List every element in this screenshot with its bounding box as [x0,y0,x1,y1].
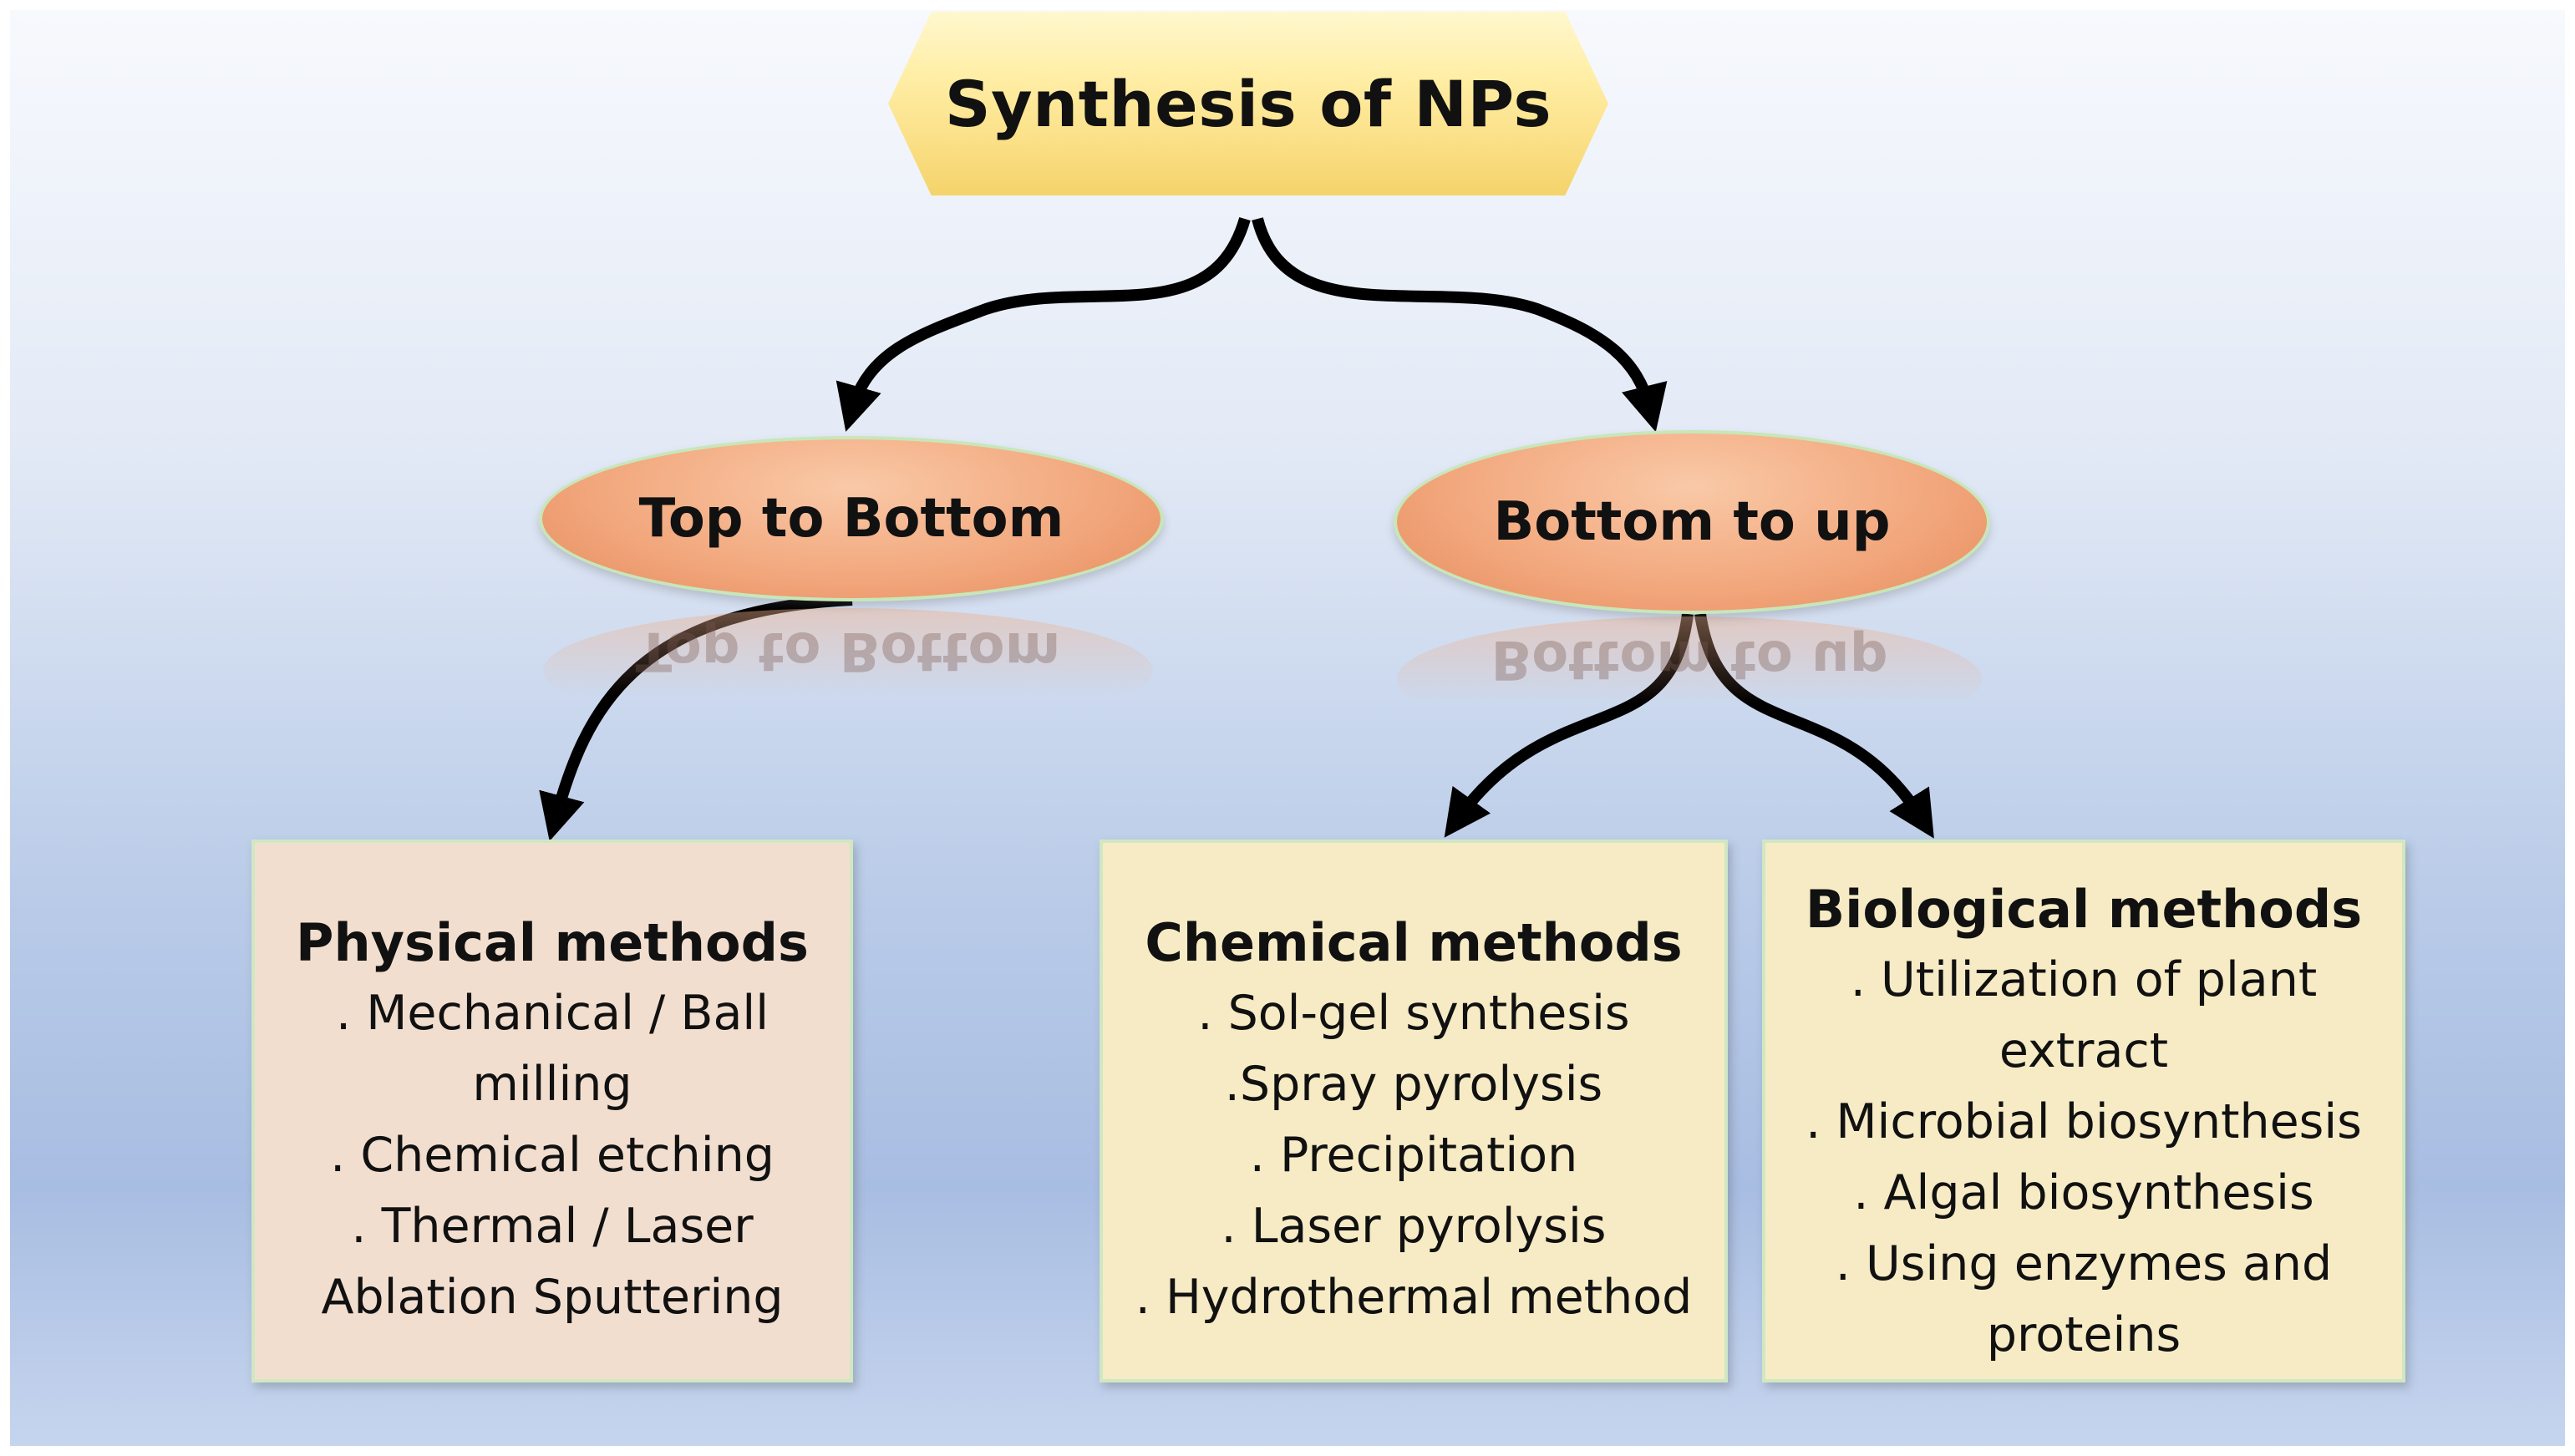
top-bottom-reflection: Top to Bottom [543,608,1153,733]
physical-methods-title: Physical methods [296,912,809,973]
chemical-method-line: . Sol-gel synthesis [1197,986,1630,1041]
biological-methods-title: Biological methods [1805,879,2363,940]
physical-method-line: . Chemical etching [330,1128,775,1183]
bottom-up-reflection-text: Bottom to up [1491,628,1888,690]
arrow-bottom-up-to-chemical [1444,613,1694,838]
title-label: Synthesis of NPs [944,66,1552,141]
physical-method-line: . Mechanical / Ball [335,986,769,1041]
biological-method-line: proteins [1986,1307,2181,1362]
physical-methods-box: Physical methods . Mechanical / Ball mil… [251,840,853,1382]
physical-method-line: milling [472,1057,632,1112]
physical-method-line: . Thermal / Laser [351,1199,754,1254]
biological-method-line: extract [1999,1023,2169,1078]
bottom-to-up-label: Bottom to up [1493,491,1891,553]
arrow-title-to-bottom-up [1252,217,1668,433]
bottom-up-reflection: Bottom to up [1397,616,1982,742]
chemical-method-line: . Hydrothermal method [1135,1270,1693,1325]
bottom-to-up-node: Bottom to up [1394,430,1990,614]
chemical-method-line: . Laser pyrolysis [1221,1199,1607,1254]
top-to-bottom-label: Top to Bottom [638,488,1064,550]
top-to-bottom-node: Top to Bottom [539,436,1164,601]
arrow-bottom-up-to-biological [1694,612,1934,839]
biological-method-line: . Using enzymes and [1835,1236,2333,1291]
chemical-methods-box: Chemical methods . Sol-gel synthesis .Sp… [1100,840,1728,1382]
chemical-methods-title: Chemical methods [1145,912,1683,973]
top-bottom-reflection-text: Top to Bottom [635,620,1061,682]
chemical-method-line: .Spray pyrolysis [1224,1057,1603,1112]
physical-method-line: Ablation Sputtering [321,1270,784,1325]
chemical-method-line: . Precipitation [1249,1128,1578,1183]
arrow-title-to-top-bottom [835,217,1251,432]
biological-method-line: . Microbial biosynthesis [1806,1094,2362,1149]
biological-method-line: . Algal biosynthesis [1853,1165,2314,1220]
biological-method-line: . Utilization of plant [1850,952,2318,1007]
title-node: Synthesis of NPs [888,12,1608,195]
arrow-top-bottom-to-physical [539,594,853,842]
biological-methods-box: Biological methods . Utilization of plan… [1762,840,2405,1382]
